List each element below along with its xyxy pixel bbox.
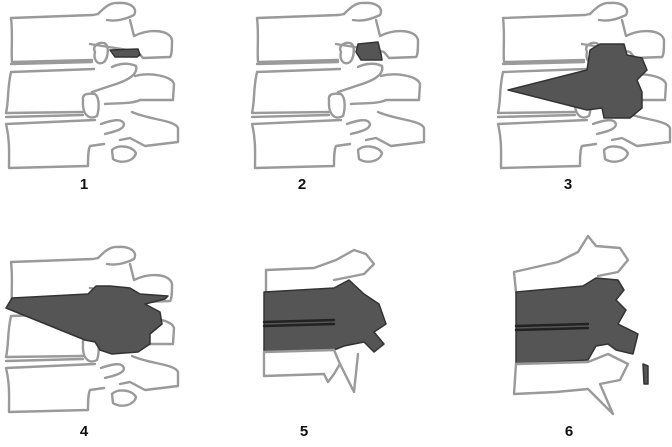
panel-label: 6	[564, 423, 574, 440]
panel-grade-2: 2	[224, 0, 448, 223]
resection-area	[355, 41, 383, 61]
panel-grade-4: 4	[0, 224, 224, 447]
resection-area	[263, 279, 387, 353]
spine-diagram-grade-6	[512, 234, 649, 416]
panel-grade-1: 1	[0, 0, 224, 223]
spine-diagram-grade-3	[496, 1, 672, 170]
resection-area	[507, 43, 648, 119]
spine-diagram-grade-1	[4, 1, 180, 170]
panel-label: 1	[79, 176, 89, 193]
panel-grade-5: 5	[224, 224, 448, 447]
panel-label: 3	[563, 176, 573, 193]
spine-diagram-grade-2	[250, 1, 426, 170]
panel-label: 2	[297, 176, 307, 193]
panel-label: 5	[299, 423, 309, 440]
resection-area	[5, 285, 169, 355]
spine-diagram-grade-4	[4, 245, 180, 414]
spine-diagram-grade-5	[262, 248, 387, 394]
panel-label: 4	[79, 423, 89, 440]
panel-grade-3: 3	[448, 0, 672, 223]
resection-area	[515, 277, 639, 365]
panel-grade-6: 6	[448, 224, 672, 447]
resection-area	[109, 48, 141, 58]
